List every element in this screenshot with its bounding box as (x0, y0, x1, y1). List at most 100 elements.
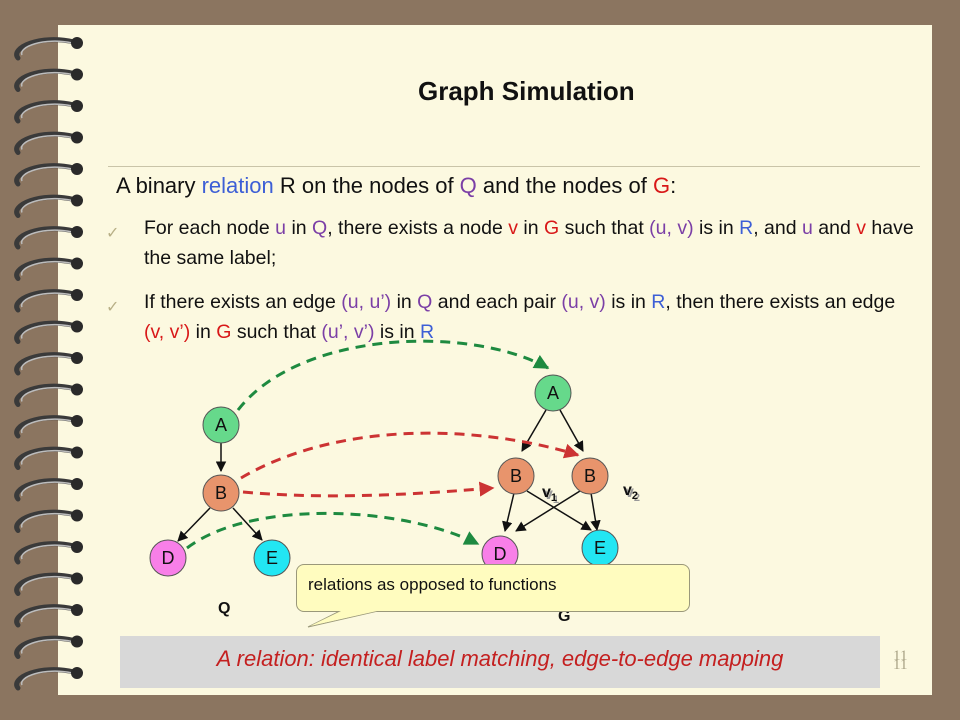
binding-ring (14, 572, 77, 596)
binding-hole (71, 257, 83, 270)
binding-ring (14, 635, 77, 659)
binding-ring (14, 257, 77, 281)
b2-text: such that (231, 321, 322, 343)
b2-pair: (u, v) (561, 291, 606, 313)
checkmark-icon: ✓ (106, 225, 120, 242)
b1-v: v (856, 217, 866, 239)
binding-ring-highlight (20, 292, 73, 308)
binding-ring (14, 100, 77, 124)
binding-ring-highlight (20, 638, 73, 654)
intro-g: G (652, 173, 671, 198)
binding-ring-highlight (20, 355, 73, 371)
b2-text: If there exists an edge (144, 291, 342, 313)
callout-box (296, 564, 690, 612)
b2-r: R (419, 321, 435, 343)
binding-ring-highlight (20, 260, 73, 276)
v1-label: v1 v1 (542, 484, 559, 506)
binding-hole (71, 415, 83, 427)
footer-text: A relation: identical label matching, ed… (216, 646, 784, 671)
b2-text: and each pair (432, 291, 562, 313)
binding-hole (71, 635, 83, 648)
binding-hole (71, 541, 83, 553)
binding-ring-highlight (20, 670, 73, 686)
b2-g: G (216, 321, 232, 343)
bullet-2: If there exists an edge (u, u’) in Q and… (144, 287, 914, 347)
binding-ring (14, 509, 77, 533)
binding-hole (71, 226, 83, 238)
binding-ring-highlight (20, 607, 73, 623)
binding-ring-highlight (20, 575, 73, 591)
q-node-d: D (149, 539, 187, 577)
mapping-arrow-b-v1 (242, 481, 495, 498)
q-node-b-label: B (215, 483, 227, 503)
binding-hole (71, 478, 83, 490)
binding-ring-highlight (20, 449, 73, 465)
binding-hole (71, 163, 83, 175)
b1-text: , there exists a node (327, 217, 509, 239)
q-edge-b-e (232, 507, 263, 541)
b1-u: u (275, 217, 287, 239)
g-node-a-label: A (547, 383, 559, 403)
b1-text: , and (753, 217, 802, 239)
binding-ring-highlight (20, 418, 73, 434)
g-node-d-label: D (494, 544, 507, 564)
b1-pair: (u, v) (649, 217, 694, 239)
binding-ring (14, 541, 77, 565)
binding-ring (14, 194, 77, 218)
binding-hole (71, 446, 83, 459)
b2-text: in (190, 321, 217, 343)
binding-hole (71, 604, 83, 616)
binding-ring (14, 446, 77, 470)
g-edge-a-b2 (559, 409, 584, 452)
intro-text-4: : (670, 173, 677, 198)
v2-shadow: v2 (625, 484, 640, 504)
b1-text: have the same label; (144, 217, 914, 269)
binding-ring (14, 68, 77, 92)
binding-hole (71, 352, 83, 364)
g-node-e-label: E (594, 538, 606, 558)
q-node-e: E (253, 539, 291, 577)
g-node-b2: B (571, 457, 609, 495)
binding-ring-highlight (20, 544, 73, 560)
checkmark-icon: ✓ (106, 299, 120, 316)
graph-g-label: G (558, 608, 570, 625)
b2-text: , then there exists an edge (665, 291, 896, 313)
slide-title: Graph Simulation (418, 76, 635, 106)
binding-hole (71, 572, 83, 585)
intro-text-2: R on the nodes of (273, 173, 460, 198)
binding-ring (14, 415, 77, 439)
binding-ring (14, 478, 77, 502)
v2-label: v2 v2 (623, 482, 640, 504)
g-node-b2-label: B (584, 466, 596, 486)
binding-ring-highlight (20, 71, 73, 87)
q-edge-b-d (177, 507, 211, 542)
page-number-shadow: 11 (893, 657, 908, 673)
q-node-a: A (202, 406, 240, 444)
b1-text: in (518, 217, 545, 239)
binding-ring-highlight (20, 197, 73, 213)
binding-ring-highlight (20, 229, 73, 245)
binding-hole (71, 320, 83, 333)
b2-q: Q (417, 291, 433, 313)
binding-ring (14, 667, 77, 691)
b2-pair: (u’, v’) (321, 321, 375, 343)
b2-text: in (391, 291, 418, 313)
b1-g: G (544, 217, 560, 239)
binding-ring (14, 163, 77, 187)
b2-edge-g: (v, v’) (144, 321, 191, 343)
g-node-b1: B (497, 457, 535, 495)
binding-ring (14, 37, 77, 61)
g-node-d: D (481, 535, 519, 573)
b1-text: and (812, 217, 857, 239)
q-node-d-label: D (162, 548, 175, 568)
g-node-b1-label: B (510, 466, 522, 486)
binding-hole (71, 68, 83, 81)
binding-ring-highlight (20, 481, 73, 497)
b2-edge-q: (u, u’) (341, 291, 392, 313)
b2-text: is in (374, 321, 420, 343)
b1-text: such that (559, 217, 650, 239)
g-edge-b2-d (515, 490, 581, 532)
binding-ring-highlight (20, 323, 73, 339)
callout-text: relations as opposed to functions (308, 575, 557, 594)
binding-ring-highlight (20, 40, 73, 56)
